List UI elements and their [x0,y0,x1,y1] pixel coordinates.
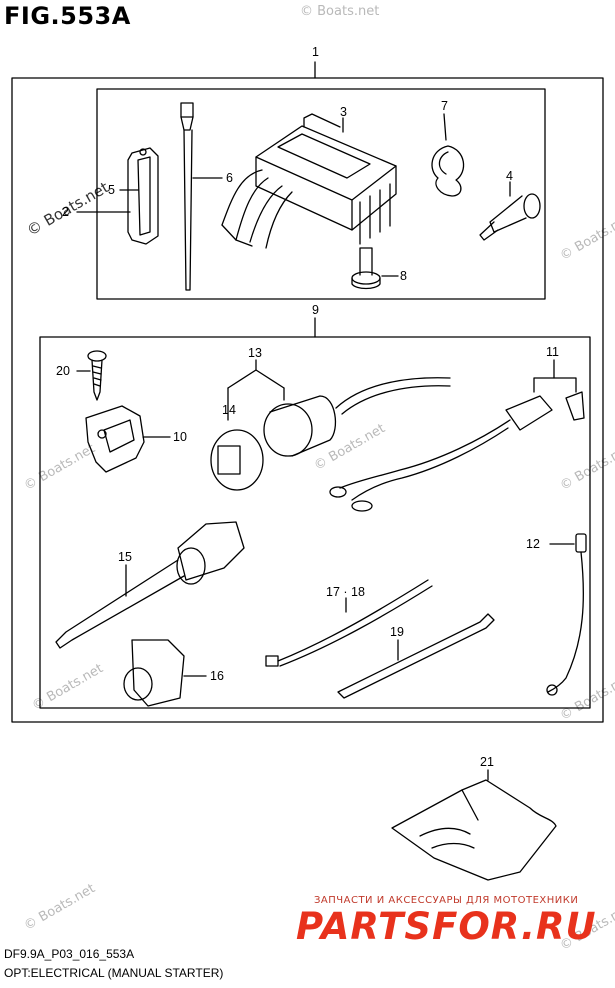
outer-frame [11,77,604,723]
callout-17-18: 17 · 18 [326,585,365,599]
cable-clip-part [86,406,170,472]
callout-3: 3 [340,105,347,119]
cable-clamp-part [77,148,158,244]
rectifier-part [222,114,396,248]
callout-6: 6 [226,171,233,185]
callout-11: 11 [546,345,559,359]
callout-1: 1 [312,45,319,59]
cable-band-part [338,614,494,698]
upper-kit-frame [96,88,546,300]
connector-part [211,360,335,490]
callout-5: 5 [108,183,115,197]
fuse-harness-part [330,360,584,511]
temp-sensor-part [547,534,586,695]
boot-connector-part [56,522,244,648]
cable-tie-part [181,103,222,290]
callout-20: 20 [56,364,70,378]
callout-4: 4 [506,169,513,183]
callout-10: 10 [173,430,187,444]
callout-9: 9 [312,303,319,317]
bolt-part [352,248,398,289]
callout-16: 16 [210,669,224,683]
grommet-part [124,640,206,706]
callout-8: 8 [400,269,407,283]
callout-19: 19 [390,625,404,639]
parts-bag-part [392,770,556,880]
callout-13: 13 [248,346,262,360]
lower-kit-frame [39,336,591,709]
callout-2: 2 [62,205,69,219]
figure-code: DF9.9A_P03_016_553A [4,947,135,961]
callout-15: 15 [118,550,132,564]
figure-name: OPT:ELECTRICAL (MANUAL STARTER) [4,966,224,980]
callout-12: 12 [526,537,540,551]
terminal-pin-part [480,182,540,240]
cable-tie-strap-part [266,580,432,666]
callout-7: 7 [441,99,448,113]
callout-14: 14 [222,403,236,417]
promo-tagline: ЗАПЧАСТИ И АКСЕССУАРЫ ДЛЯ МОТОТЕХНИКИ [314,895,579,906]
figure-title: FIG.553A [4,2,131,30]
callout-21: 21 [480,755,494,769]
screw-part [77,351,106,400]
wire-clip-part [432,114,464,196]
promo-brand: PARTSFOR.RU [296,905,597,948]
